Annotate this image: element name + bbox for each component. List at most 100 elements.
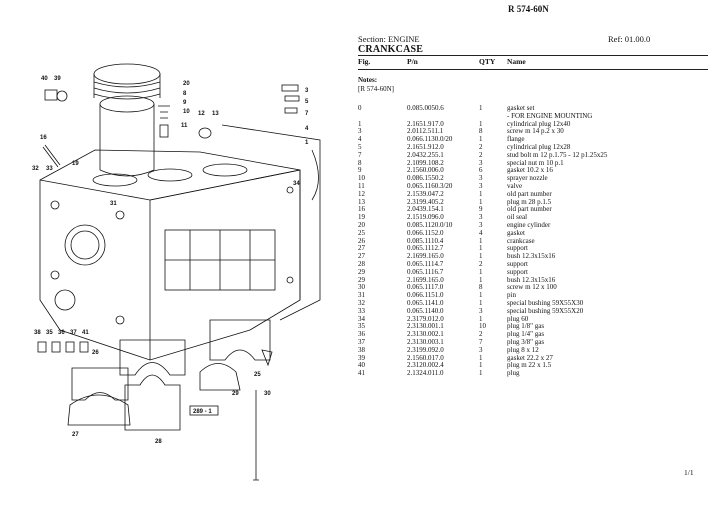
cell-fig: 7 (358, 150, 362, 159)
cell-quantity: 3 (479, 220, 483, 229)
cell-quantity: 1 (479, 252, 483, 261)
cell-part-number: 2.1699.165.0 (407, 252, 444, 261)
cylinder-liner-drawing (93, 63, 161, 177)
cell-part-number: 2.1324.011.0 (407, 369, 444, 378)
reference-label: Ref: 01.00.0 (608, 34, 651, 44)
callout-30: 30 (264, 391, 271, 397)
callout-37: 37 (70, 330, 77, 336)
callout-1: 1 (305, 140, 309, 146)
cell-quantity: 1 (479, 353, 483, 362)
cell-quantity: 2 (479, 150, 483, 159)
cell-part-number: 0.085.0050.6 (407, 104, 444, 112)
cell-part-number: 2.1099.108.2 (407, 158, 444, 167)
cell-name: valve (507, 181, 523, 190)
callout-29: 29 (232, 391, 239, 397)
screw-30-drawing (253, 390, 259, 481)
cell-name: special nut m 10 p.1 (507, 158, 564, 167)
cell-name: sprayer nozzle (507, 174, 548, 183)
callout-10: 10 (183, 109, 190, 115)
cell-part-number: 0.085.1120.0/10 (407, 220, 453, 229)
cell-quantity: 8 (479, 127, 483, 136)
cell-quantity: 1 (479, 275, 483, 284)
cell-fig: 38 (358, 345, 365, 354)
cell-quantity: 1 (479, 189, 483, 198)
cell-quantity: 1 (479, 236, 483, 245)
cell-name: bush 12.3x15x16 (507, 275, 556, 284)
callout-39: 39 (54, 76, 61, 82)
cell-part-number: 2.1519.096.0 (407, 213, 444, 222)
callout-3: 3 (305, 88, 309, 94)
cell-quantity: 1 (479, 361, 483, 370)
callout-9: 9 (183, 100, 187, 106)
cell-part-number: 2.3130.001.1 (407, 322, 444, 331)
table-row: 4 0.066.1130.0/20 1 flange (358, 135, 718, 144)
cell-part-number: 2.3179.012.0 (407, 314, 444, 323)
cell-quantity: 2 (479, 330, 483, 339)
cell-fig: 0 (358, 104, 362, 112)
cell-part-number: 2.0439.154.1 (407, 205, 444, 214)
cell-fig: 9 (358, 166, 362, 175)
cell-quantity: 1 (479, 135, 483, 144)
diagram-reference-box (189, 405, 219, 416)
cell-name: plug (507, 369, 520, 378)
cell-name: support (507, 259, 528, 268)
cell-name: cylindrical plug 12x40 (507, 119, 571, 128)
column-header-name: Name (507, 57, 526, 66)
cell-fig: 19 (358, 213, 365, 222)
cell-quantity: 4 (479, 228, 483, 237)
cell-name: screw m 14 p.2 x 30 (507, 127, 564, 136)
page-number: 1/1 (684, 468, 694, 477)
cell-name: pin (507, 291, 516, 300)
callout-5: 5 (305, 99, 309, 105)
column-header-fig: Fig. (358, 57, 371, 66)
cell-quantity: 2 (479, 259, 483, 268)
main-support-drawing (67, 319, 271, 431)
cell-fig: 36 (358, 330, 365, 339)
cell-fig: 4 (358, 135, 362, 144)
cell-part-number: 0.065.1116.7 (407, 267, 444, 276)
cell-part-number: 0.066.1130.0/20 (407, 135, 453, 144)
cell-quantity: 2 (479, 142, 483, 151)
cell-name: crankcase (507, 236, 535, 245)
cell-name: flange (507, 135, 525, 144)
cell-part-number: 2.1539.047.2 (407, 189, 444, 198)
gasket-25-drawing (261, 349, 273, 367)
section-label: Section: ENGINE (358, 34, 420, 44)
cell-fig: 29 (358, 267, 365, 276)
cell-quantity: 1 (479, 369, 483, 378)
cell-name: - FOR ENGINE MOUNTING (507, 111, 593, 120)
cell-fig: 20 (358, 220, 365, 229)
cell-part-number: 2.3120.002.4 (407, 361, 444, 370)
cell-name: support (507, 244, 528, 253)
cell-fig: 1 (358, 119, 362, 128)
cell-fig: 35 (358, 322, 365, 331)
cell-name: old part number (507, 205, 552, 214)
table-row: 41 2.1324.011.0 1 plug (358, 369, 718, 378)
cell-fig: 13 (358, 197, 365, 206)
cell-fig: 41 (358, 369, 365, 378)
cell-quantity: 9 (479, 205, 483, 214)
cell-name: old part number (507, 189, 552, 198)
callout-40: 40 (41, 76, 48, 82)
cell-fig: 27 (358, 252, 365, 261)
cell-quantity: 8 (479, 283, 483, 292)
callout-35: 35 (46, 330, 53, 336)
cell-part-number: 2.1651.912.0 (407, 142, 444, 151)
cell-quantity: 3 (479, 306, 483, 315)
cell-fig: 3 (358, 127, 362, 136)
cell-quantity: 3 (479, 213, 483, 222)
cell-fig: 5 (358, 142, 362, 151)
